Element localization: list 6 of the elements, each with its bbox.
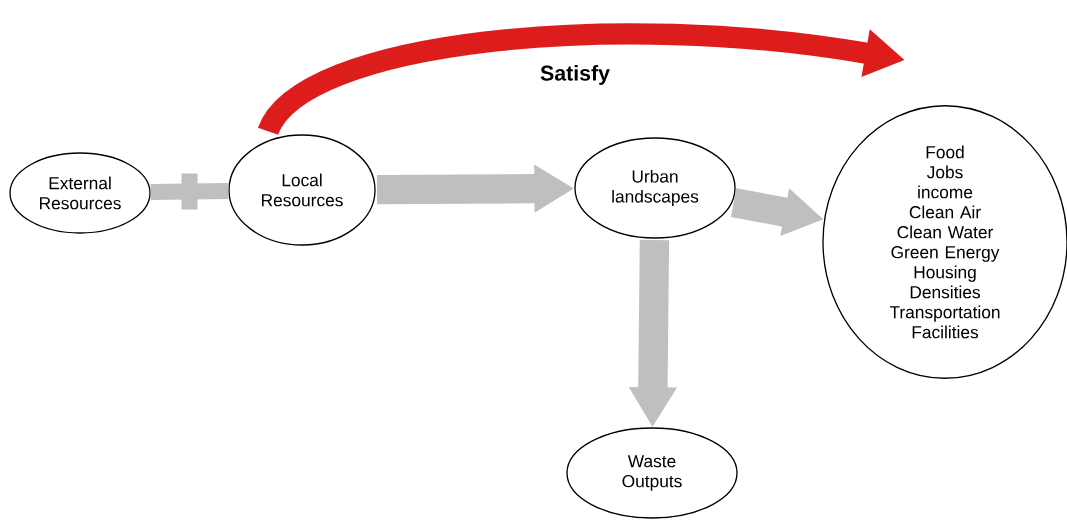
ellipse-node: Urban landscapes [574,137,736,239]
ellipse-node: External Resources [9,152,151,234]
ellipse-node: Local Resources [228,134,376,246]
edge-label: Satisfy [538,63,612,87]
connector-bar [150,183,229,201]
ellipse-node: Waste Outputs [566,427,738,519]
